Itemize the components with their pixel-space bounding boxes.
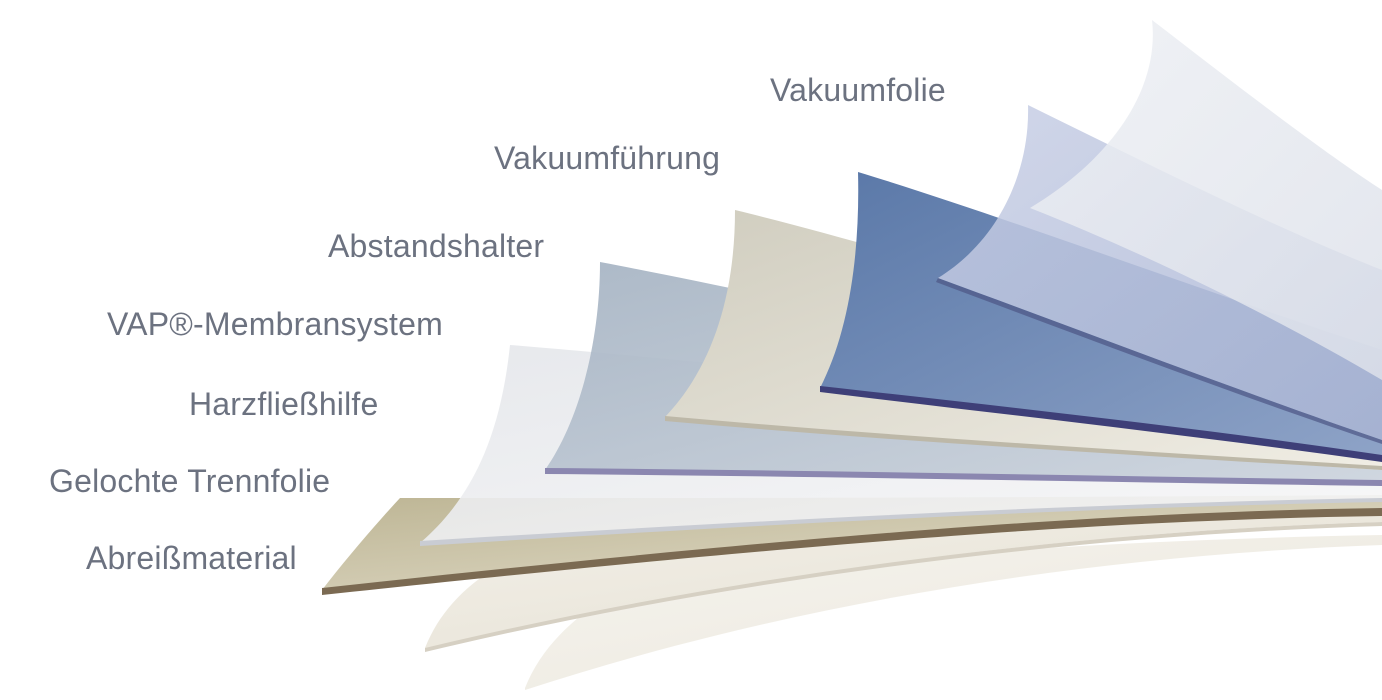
label-abreissmaterial: Abreißmaterial <box>86 540 297 576</box>
label-harzfliesshilfe: Harzfließhilfe <box>189 386 379 422</box>
sheet-abstandshalter-fold-line <box>936 278 1382 444</box>
label-gelochte-trennfolie: Gelochte Trennfolie <box>49 463 331 499</box>
sheet-vakuumfuehrung <box>938 105 1382 440</box>
label-abstandshalter: Abstandshalter <box>328 228 545 264</box>
sheet-gelochte-trennfolie-edge <box>420 498 1382 546</box>
label-vap-membransystem: VAP®-Membransystem <box>107 306 443 342</box>
label-vakuumfuehrung: Vakuumführung <box>494 140 721 176</box>
sheet-harzfliesshilfe-edge <box>545 468 1382 486</box>
sheet-abreissmaterial-edge <box>322 508 1382 595</box>
sheet-abstandshalter-edge <box>820 386 1382 462</box>
label-vakuumfolie: Vakuumfolie <box>770 72 946 108</box>
sheet-vakuumfolie <box>1030 20 1382 380</box>
bottom-sheet-3 <box>525 535 1382 690</box>
sheet-vap-membransystem-edge <box>665 416 1382 470</box>
